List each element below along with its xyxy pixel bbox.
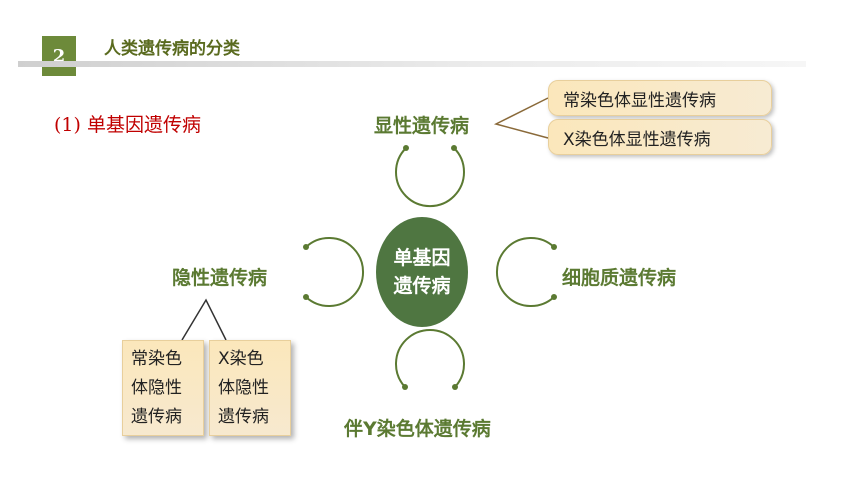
top-arc-dot-left: [403, 145, 409, 151]
center-node-line2: 遗传病: [393, 275, 451, 297]
right-arc-dot-bottom: [551, 294, 557, 300]
bottom-arc-dot-right: [452, 384, 458, 390]
recessive-branch-lines: [181, 298, 227, 341]
center-node: 单基因 遗传病: [376, 217, 468, 327]
section-label-text: 单基因遗传病: [86, 114, 201, 136]
left-arc-dot-top: [303, 244, 309, 250]
left-arc: [305, 237, 364, 307]
recessive-autosomal-line3: 遗传病: [131, 407, 182, 427]
recessive-x-line3: 遗传病: [218, 407, 269, 427]
center-node-line1: 单基因: [393, 247, 451, 269]
dominant-type-autosomal: 常染色体显性遗传病: [548, 80, 772, 116]
node-y-linked: 伴Y染色体遗传病: [344, 418, 491, 440]
section-label-number: (1): [54, 114, 81, 136]
recessive-type-x-linked: X染色 体隐性 遗传病: [209, 340, 291, 436]
top-arc: [395, 147, 465, 207]
recessive-x-line1: X染色: [218, 349, 264, 369]
left-arc-dot-bottom: [303, 294, 309, 300]
node-cytoplasmic: 细胞质遗传病: [562, 267, 677, 289]
recessive-autosomal-line2: 体隐性: [131, 378, 182, 398]
right-arc-dot-top: [551, 244, 557, 250]
section-label: (1) 单基因遗传病: [54, 110, 201, 137]
dominant-branch-lines: [493, 97, 549, 139]
node-dominant: 显性遗传病: [374, 115, 470, 137]
header-divider: [18, 61, 806, 67]
bottom-arc: [395, 329, 465, 388]
dominant-type-x-linked: X染色体显性遗传病: [548, 119, 772, 155]
top-arc-dot-right: [451, 145, 457, 151]
recessive-x-line2: 体隐性: [218, 378, 269, 398]
right-arc: [496, 237, 555, 307]
bottom-arc-dot-left: [402, 384, 408, 390]
recessive-type-autosomal: 常染色 体隐性 遗传病: [122, 340, 204, 436]
recessive-autosomal-line1: 常染色: [131, 349, 182, 369]
node-recessive: 隐性遗传病: [172, 267, 268, 289]
page-title: 人类遗传病的分类: [104, 39, 240, 59]
